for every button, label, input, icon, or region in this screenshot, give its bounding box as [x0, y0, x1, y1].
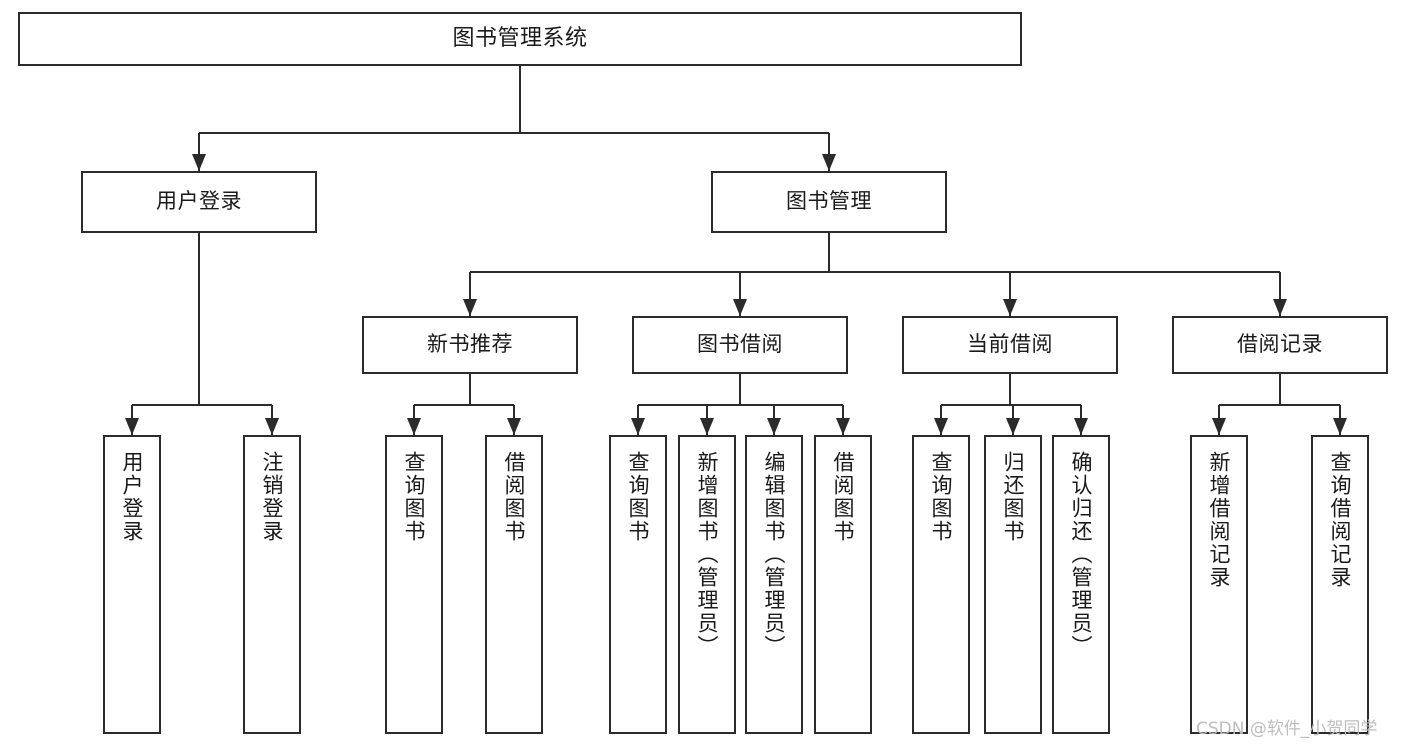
node-label: 确认归还（管理员） [1069, 451, 1094, 658]
node-leaf-query-borrow-record[interactable]: 查询借阅记录 [1311, 435, 1369, 734]
connector-bar-book-borrow [638, 404, 843, 406]
arrowhead-leaf-rec-add-record [1212, 418, 1226, 435]
connector-stem-user-login [198, 233, 200, 405]
arrowhead-leaf-rec-query-record [1333, 418, 1347, 435]
arrowhead-borrow-record [1273, 299, 1287, 316]
node-leaf-user-login[interactable]: 用户登录 [103, 435, 161, 734]
arrowhead-leaf-cur-return-book [1006, 418, 1020, 435]
node-label: 归还图书 [1001, 451, 1026, 543]
node-label: 查询图书 [929, 451, 954, 543]
node-label: 用户登录 [120, 451, 145, 543]
node-label: 图书管理 [786, 189, 872, 214]
arrowhead-leaf-cur-query-book [934, 418, 948, 435]
arrowhead-leaf-user-logout [265, 418, 279, 435]
node-leaf-borrow-book-rec[interactable]: 借阅图书 [485, 435, 543, 734]
node-borrow-record[interactable]: 借阅记录 [1172, 316, 1388, 374]
node-book-management[interactable]: 图书管理 [711, 171, 947, 233]
connector-drop-current-borrow [1009, 272, 1011, 316]
node-leaf-add-book-admin[interactable]: 新增图书（管理员） [678, 435, 736, 734]
node-leaf-query-book-borrow[interactable]: 查询图书 [609, 435, 667, 734]
connector-bar-borrow-record [1219, 404, 1340, 406]
node-label: 图书借阅 [697, 332, 783, 357]
arrowhead-current-borrow [1003, 299, 1017, 316]
connector-stem-borrow-record [1279, 374, 1281, 405]
connector-bar-user-login [132, 404, 272, 406]
connector-root-bar [199, 132, 829, 134]
node-label: 查询图书 [402, 451, 427, 543]
arrowhead-leaf-bor-add-book [700, 418, 714, 435]
connector-root-drop-left [198, 133, 200, 171]
connector-stem-book-borrow [739, 374, 741, 405]
node-label: 用户登录 [156, 189, 242, 214]
arrowhead-leaf-rec-query-book [407, 418, 421, 435]
node-leaf-add-borrow-record[interactable]: 新增借阅记录 [1190, 435, 1248, 734]
node-label: 当前借阅 [967, 332, 1053, 357]
node-leaf-query-book-rec[interactable]: 查询图书 [385, 435, 443, 734]
connector-book-manage-stem [828, 233, 830, 272]
node-label: 借阅图书 [502, 451, 527, 543]
node-current-borrow[interactable]: 当前借阅 [902, 316, 1118, 374]
node-label: 借阅记录 [1237, 332, 1323, 357]
arrowhead-leaf-bor-edit-book [767, 418, 781, 435]
arrowhead-leaf-user-login [125, 418, 139, 435]
node-label: 注销登录 [260, 451, 285, 543]
arrowhead-leaf-rec-borrow-book [507, 418, 521, 435]
connector-book-manage-bar [470, 271, 1280, 273]
connector-root-drop-right [828, 133, 830, 171]
node-label: 新书推荐 [427, 332, 513, 357]
arrowhead-user-login [192, 154, 206, 171]
node-book-borrow[interactable]: 图书借阅 [632, 316, 848, 374]
node-label: 新增图书（管理员） [695, 451, 720, 658]
node-leaf-borrow-book[interactable]: 借阅图书 [814, 435, 872, 734]
node-label: 图书管理系统 [452, 25, 588, 51]
connector-root-stem [519, 66, 521, 133]
node-label: 查询借阅记录 [1328, 451, 1353, 589]
connector-drop-book-borrow [739, 272, 741, 316]
arrowhead-leaf-cur-confirm [1074, 418, 1088, 435]
connector-stem-new-book-rec [469, 374, 471, 405]
arrowhead-leaf-bor-query-book [631, 418, 645, 435]
csdn-watermark: CSDN @软件_小贺同学 [1196, 719, 1378, 739]
node-label: 借阅图书 [831, 451, 856, 543]
arrowhead-new-book-rec [463, 299, 477, 316]
node-leaf-user-logout[interactable]: 注销登录 [243, 435, 301, 734]
connector-stem-current-borrow [1009, 374, 1011, 405]
node-leaf-edit-book-admin[interactable]: 编辑图书（管理员） [745, 435, 803, 734]
connector-bar-new-book-rec [414, 404, 514, 406]
arrowhead-book-borrow [733, 299, 747, 316]
node-leaf-query-book-current[interactable]: 查询图书 [912, 435, 970, 734]
node-user-login[interactable]: 用户登录 [81, 171, 317, 233]
connector-drop-new-book-rec [469, 272, 471, 316]
node-label: 查询图书 [626, 451, 651, 543]
connector-drop-borrow-record [1279, 272, 1281, 316]
node-label: 编辑图书（管理员） [762, 451, 787, 658]
node-leaf-confirm-return-admin[interactable]: 确认归还（管理员） [1052, 435, 1110, 734]
arrowhead-leaf-bor-borrow-book [836, 418, 850, 435]
arrowhead-book-manage [822, 154, 836, 171]
connector-bar-current-borrow [941, 404, 1081, 406]
node-label: 新增借阅记录 [1207, 451, 1232, 589]
node-new-book-recommend[interactable]: 新书推荐 [362, 316, 578, 374]
node-root-book-management-system[interactable]: 图书管理系统 [18, 12, 1022, 66]
node-leaf-return-book[interactable]: 归还图书 [984, 435, 1042, 734]
